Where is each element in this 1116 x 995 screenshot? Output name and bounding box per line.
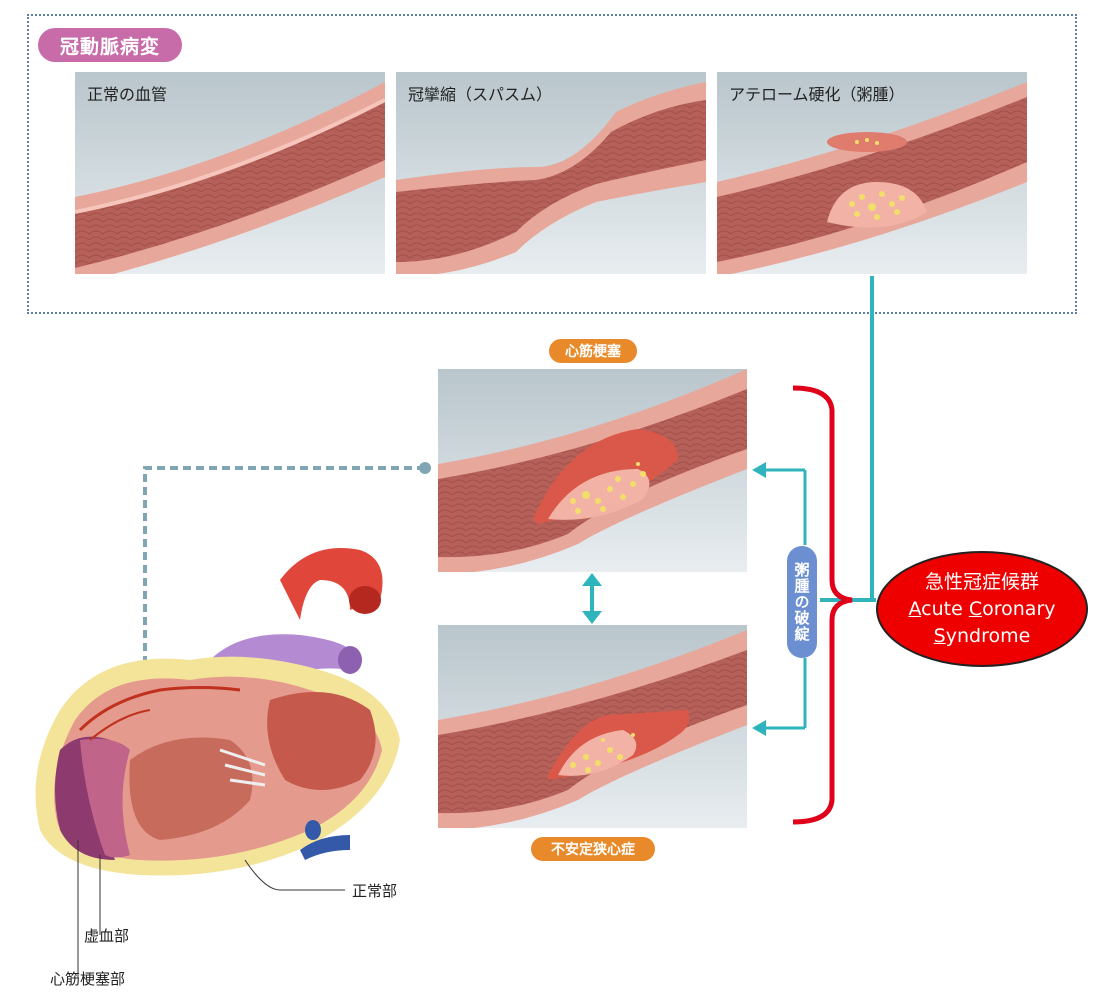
mi-connector-dot <box>419 462 431 474</box>
heart-label-normal: 正常部 <box>352 882 398 900</box>
acs-jp: 急性冠症候群 <box>924 570 1039 593</box>
spasm-vessel-illustration <box>396 72 706 274</box>
heart-illustration <box>35 548 400 876</box>
double-arrow-up-icon <box>582 573 602 586</box>
plaque-rupture-label: 粥腫の破綻 <box>787 546 817 658</box>
mi-label: 心筋梗塞 <box>549 339 637 363</box>
heart-label-ischemic: 虚血部 <box>84 927 130 945</box>
double-arrow-down-icon <box>582 611 602 624</box>
panel-atheroma-vessel: アテローム硬化（粥腫） <box>717 72 1027 274</box>
coronary-lesion-box <box>27 14 1077 314</box>
mi-to-heart-dashed-line <box>143 466 425 705</box>
atheroma-vessel-illustration <box>717 72 1027 274</box>
panel-label-spasm: 冠攣縮（スパスム） <box>408 85 553 104</box>
normal-vessel-illustration <box>75 72 385 274</box>
ua-vessel-illustration <box>438 625 747 828</box>
acs-bracket <box>792 385 853 825</box>
heart-label-infarct: 心筋梗塞部 <box>50 970 126 988</box>
acs-ellipse: 急性冠症候群 Acute Coronary Syndrome <box>876 551 1088 667</box>
arrow-to-mi-icon <box>752 462 766 478</box>
mi-vessel-illustration <box>438 369 747 572</box>
panel-mi-vessel <box>438 369 747 572</box>
panel-spasm-vessel: 冠攣縮（スパスム） <box>396 72 706 274</box>
section-title: 冠動脈病変 <box>38 28 182 62</box>
panel-label-atheroma: アテローム硬化（粥腫） <box>729 85 905 104</box>
acs-en-line1: Acute Coronary <box>908 597 1056 620</box>
acs-en-line2: Syndrome <box>933 624 1031 647</box>
ua-label: 不安定狭心症 <box>531 837 655 861</box>
panel-label-normal: 正常の血管 <box>87 85 168 104</box>
panel-normal-vessel: 正常の血管 <box>75 72 385 274</box>
panel-ua-vessel <box>438 625 747 828</box>
arrow-to-ua-icon <box>752 720 766 736</box>
